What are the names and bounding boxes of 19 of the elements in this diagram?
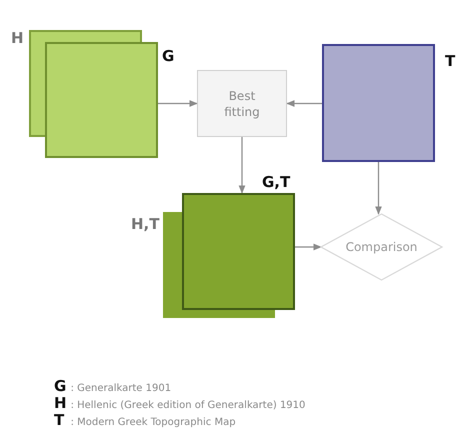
arrow — [286, 100, 322, 107]
map-letter: T — [445, 53, 456, 70]
arrow — [295, 244, 322, 250]
map-letter: H,T — [131, 216, 160, 233]
legend-text: : Hellenic (Greek edition of Generalkarte) 1910 — [70, 399, 306, 413]
map-letter: H — [11, 30, 24, 47]
map-letter: G,T — [262, 174, 290, 191]
legend-key: G — [54, 379, 67, 393]
arrow — [238, 137, 246, 194]
legend-key: H — [54, 396, 67, 410]
legend-key: T — [54, 413, 67, 427]
arrow — [375, 162, 382, 215]
arrow — [158, 100, 198, 107]
process-box — [197, 70, 287, 137]
process-text: Best fitting — [223, 88, 261, 120]
legend-text: : Modern Greek Topographic Map — [70, 416, 237, 430]
decision-text: Comparison — [346, 240, 418, 254]
legend-text: : Generalkarte 1901 — [70, 382, 172, 396]
map-letter: G — [162, 48, 174, 65]
